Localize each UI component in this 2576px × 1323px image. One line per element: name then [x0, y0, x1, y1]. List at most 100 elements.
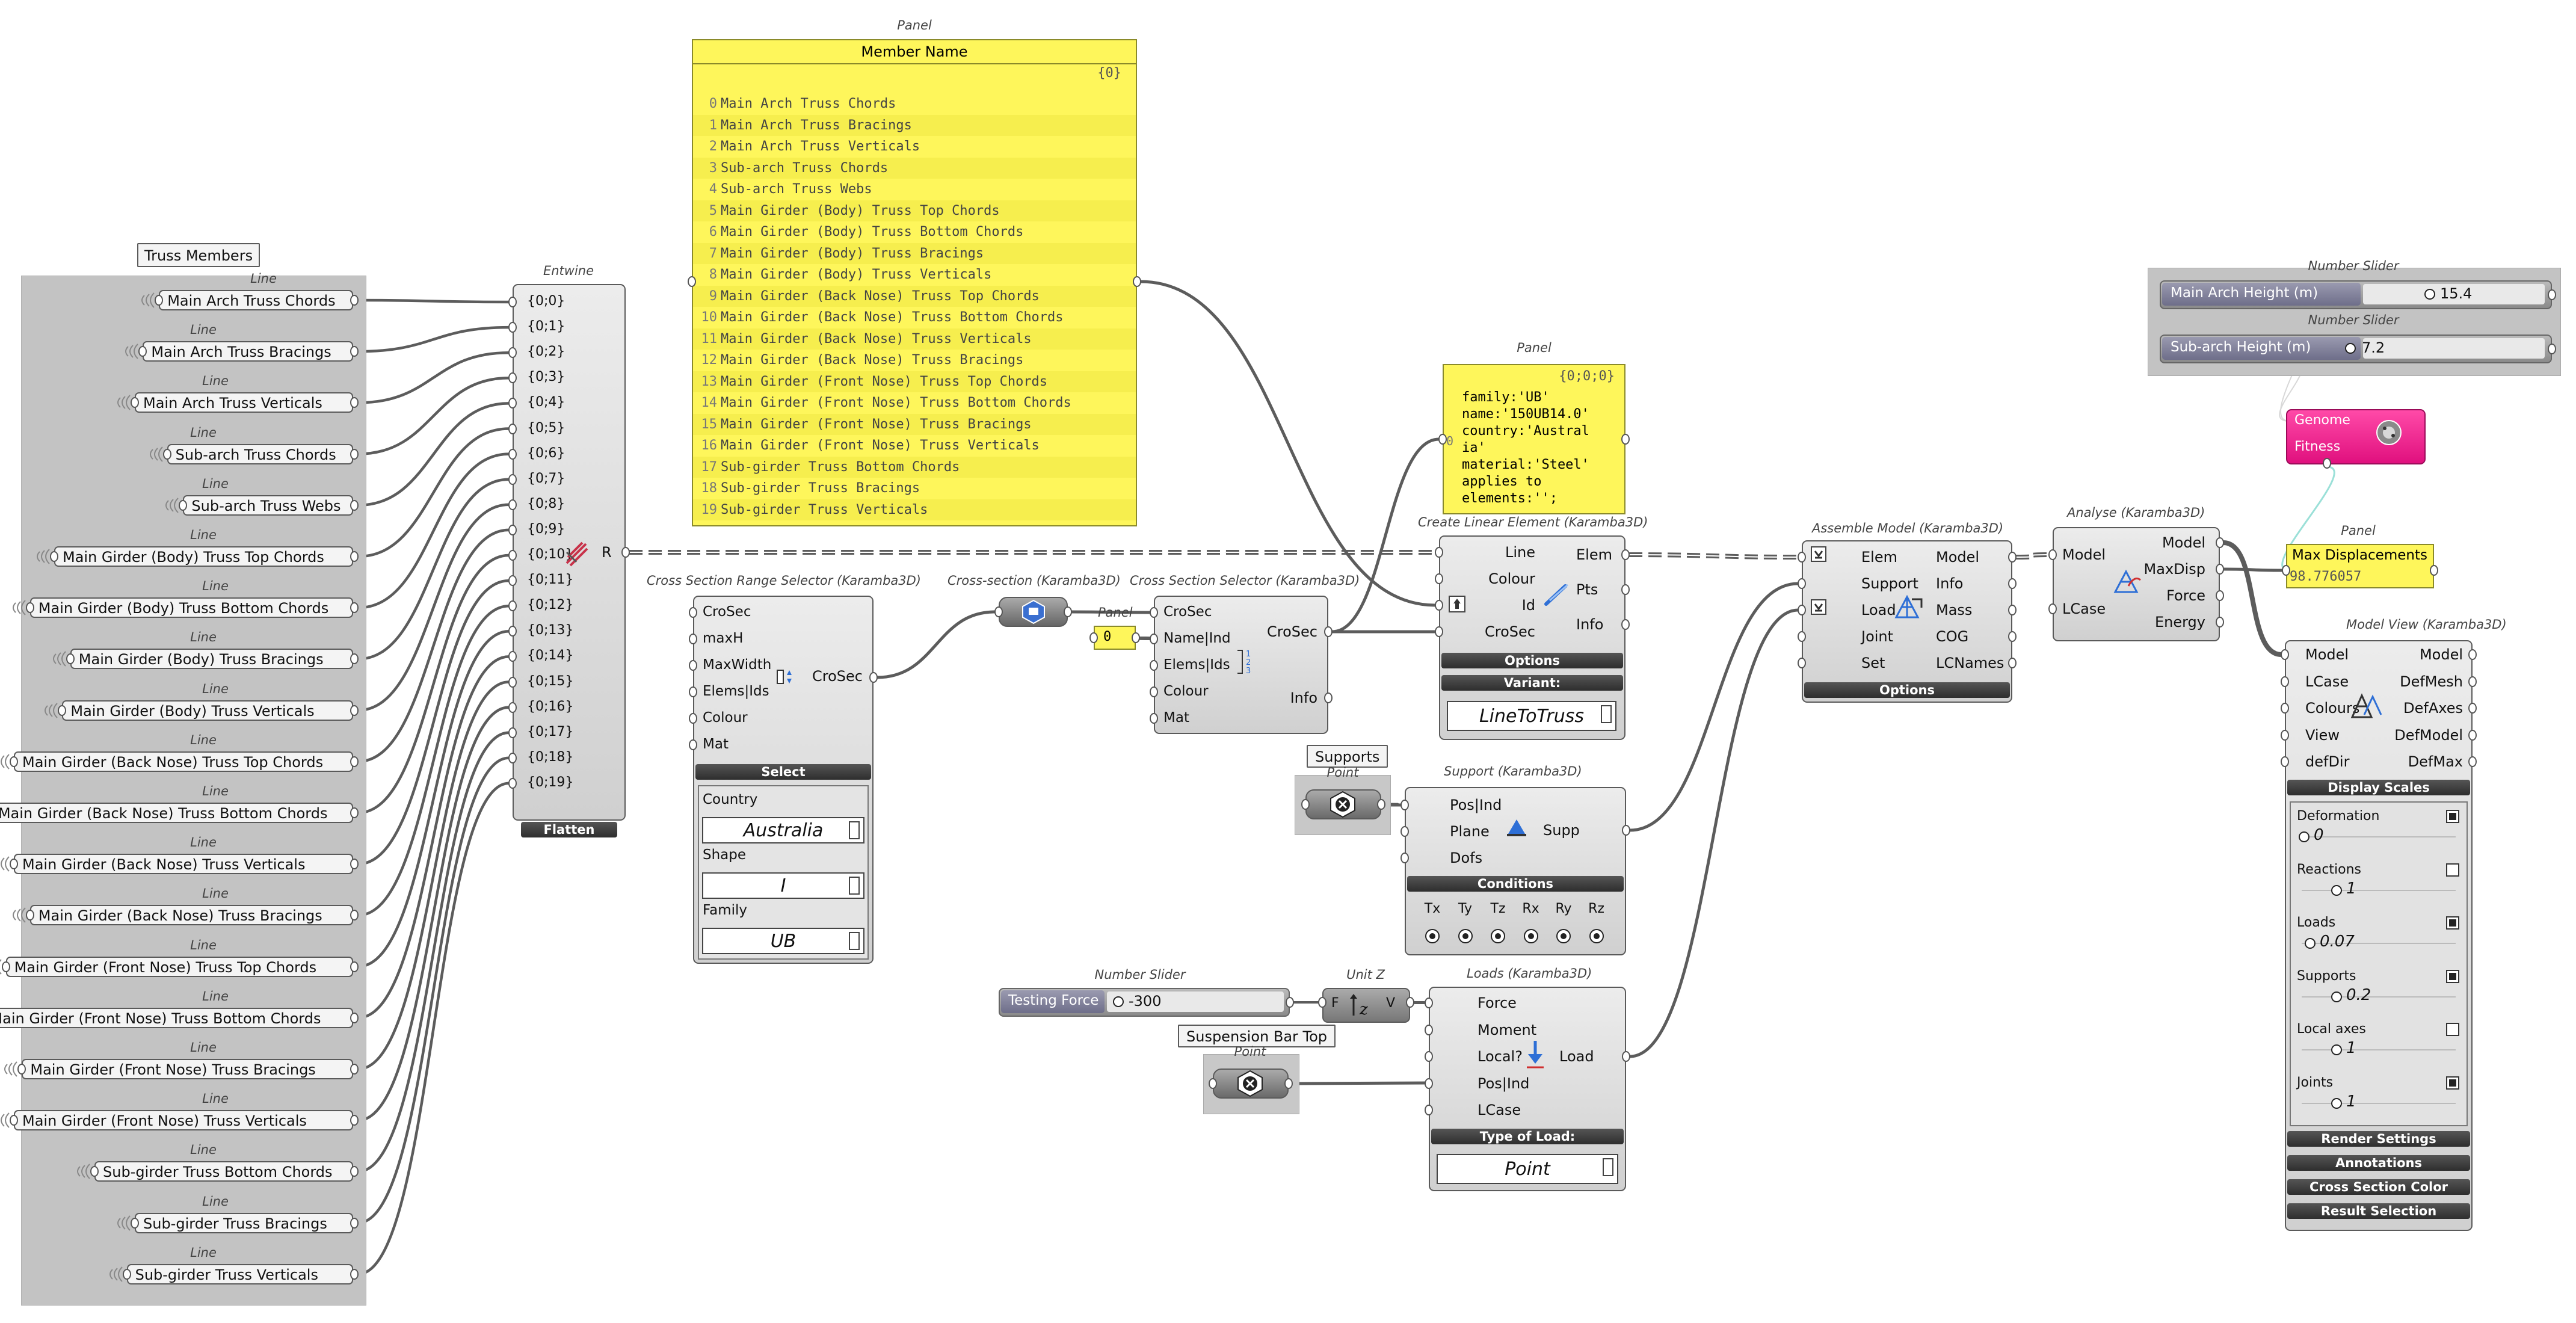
- display-scales-label[interactable]: Display Scales: [2287, 780, 2470, 795]
- selector-input-grip[interactable]: [1150, 686, 1158, 697]
- line-output-grip[interactable]: [350, 551, 359, 562]
- local-axes-slider-track[interactable]: [2302, 1049, 2456, 1050]
- assemble-output-grip[interactable]: [2008, 578, 2017, 589]
- dof-tz-radio[interactable]: [1491, 929, 1505, 943]
- loads-input-grip[interactable]: [1425, 998, 1433, 1008]
- line-input-grip[interactable]: [50, 551, 58, 562]
- assemble-output-grip[interactable]: [2008, 658, 2017, 668]
- joints-slider-track[interactable]: [2302, 1102, 2456, 1104]
- support-input-grip[interactable]: [1400, 800, 1409, 810]
- mv-output-grip[interactable]: [2468, 676, 2477, 687]
- supports-slider-knob[interactable]: [2331, 991, 2342, 1002]
- line-param-1[interactable]: Main Arch Truss Chords: [159, 290, 353, 310]
- support-input-grip[interactable]: [1400, 826, 1409, 837]
- line-input-grip[interactable]: [122, 1268, 131, 1280]
- deformation-slider-knob[interactable]: [2299, 831, 2309, 842]
- crosec-param-output-grip[interactable]: [1064, 606, 1072, 617]
- supports-checkbox[interactable]: [2446, 969, 2459, 983]
- annotations-section[interactable]: Annotations: [2287, 1155, 2470, 1171]
- loads-input-grip[interactable]: [1425, 1051, 1433, 1062]
- suspension-output-grip[interactable]: [1284, 1078, 1293, 1089]
- support-component[interactable]: [1405, 787, 1626, 955]
- line-output-grip[interactable]: [350, 448, 359, 460]
- panel-input-grip[interactable]: [688, 276, 696, 287]
- unitz-output-grip[interactable]: [1406, 997, 1414, 1008]
- line-param-11[interactable]: Main Girder (Back Nose) Truss Bottom Cho…: [0, 803, 353, 823]
- unitz-input-grip[interactable]: [1318, 997, 1327, 1008]
- shape-dropdown[interactable]: I: [702, 872, 864, 899]
- loads-slider-knob[interactable]: [2305, 938, 2316, 949]
- info-panel[interactable]: {0;0;0} 0 family:'UB'name:'150UB14.0'cou…: [1443, 364, 1625, 514]
- variant-dropdown[interactable]: LineToTruss: [1447, 701, 1616, 731]
- disp-panel-input-grip[interactable]: [2282, 565, 2290, 576]
- dof-ry-radio[interactable]: [1556, 929, 1571, 943]
- range-input-grip[interactable]: [689, 686, 697, 697]
- entwine-input-grip[interactable]: [508, 297, 517, 307]
- line-param-2[interactable]: Main Arch Truss Bracings: [143, 341, 353, 362]
- line-param-13[interactable]: Main Girder (Back Nose) Truss Bracings: [29, 905, 353, 926]
- line-input-grip[interactable]: [25, 602, 34, 614]
- slider1-track[interactable]: [2363, 284, 2545, 304]
- line-input-grip[interactable]: [131, 397, 139, 409]
- small-panel-output-grip[interactable]: [1132, 632, 1140, 643]
- testing-slider-track[interactable]: [1107, 991, 1284, 1012]
- joints-slider-knob[interactable]: [2331, 1097, 2342, 1109]
- loads-input-grip[interactable]: [1425, 1078, 1433, 1089]
- range-input-grip[interactable]: [689, 739, 697, 750]
- dof-ty-radio[interactable]: [1458, 929, 1473, 943]
- assemble-output-grip[interactable]: [2008, 631, 2017, 642]
- range-input-grip[interactable]: [689, 634, 697, 644]
- line-input-grip[interactable]: [131, 1217, 139, 1229]
- load-type-dropdown[interactable]: Point: [1437, 1154, 1618, 1184]
- line-param-18[interactable]: Sub-girder Truss Bottom Chords: [94, 1161, 353, 1182]
- support-input-grip[interactable]: [1400, 853, 1409, 863]
- line-input-grip[interactable]: [10, 756, 18, 767]
- line-param-8[interactable]: Main Girder (Body) Truss Bracings: [70, 649, 353, 670]
- entwine-input-grip[interactable]: [508, 575, 517, 587]
- analyse-input-grip[interactable]: [2048, 603, 2057, 614]
- line-input-grip[interactable]: [138, 346, 147, 357]
- line-output-grip[interactable]: [350, 1217, 359, 1229]
- galapagos-fitness-grip[interactable]: [2323, 458, 2331, 469]
- linear-output-grip[interactable]: [1621, 619, 1630, 630]
- entwine-input-grip[interactable]: [508, 322, 517, 333]
- mv-input-grip[interactable]: [2281, 649, 2289, 660]
- unit-z-component[interactable]: [1322, 988, 1410, 1023]
- line-input-grip[interactable]: [162, 448, 171, 460]
- small-number-panel[interactable]: 0: [1094, 626, 1136, 650]
- entwine-input-grip[interactable]: [508, 676, 517, 688]
- line-param-10[interactable]: Main Girder (Back Nose) Truss Top Chords: [14, 751, 353, 772]
- mv-input-grip[interactable]: [2281, 729, 2289, 741]
- panel-output-grip[interactable]: [1133, 276, 1141, 287]
- assemble-output-grip[interactable]: [2008, 552, 2017, 563]
- loads-slider-track[interactable]: [2302, 943, 2456, 944]
- loads-output-grip[interactable]: [1622, 1051, 1630, 1062]
- disp-panel-output-grip[interactable]: [2430, 565, 2438, 576]
- line-param-12[interactable]: Main Girder (Back Nose) Truss Verticals: [14, 854, 353, 875]
- line-param-16[interactable]: Main Girder (Front Nose) Truss Bracings: [22, 1059, 353, 1079]
- assemble-input-grip[interactable]: [1798, 552, 1806, 563]
- line-input-grip[interactable]: [10, 859, 18, 870]
- entwine-input-grip[interactable]: [508, 524, 517, 535]
- line-param-15[interactable]: Main Girder (Front Nose) Truss Bottom Ch…: [0, 1007, 353, 1028]
- slider2-knob[interactable]: [2345, 343, 2356, 354]
- line-output-grip[interactable]: [350, 705, 359, 716]
- linear-output-grip[interactable]: [1621, 584, 1630, 595]
- slider1-knob[interactable]: [2424, 289, 2435, 300]
- assemble-input-grip[interactable]: [1798, 658, 1806, 668]
- assemble-model[interactable]: [1802, 540, 2012, 703]
- dof-tx-radio[interactable]: [1425, 929, 1440, 943]
- entwine-input-grip[interactable]: [508, 702, 517, 713]
- analyse-input-grip[interactable]: [2048, 549, 2057, 560]
- mv-output-grip[interactable]: [2468, 729, 2477, 741]
- line-output-grip[interactable]: [350, 295, 359, 306]
- small-panel-input-grip[interactable]: [1089, 632, 1098, 643]
- line-param-6[interactable]: Main Girder (Body) Truss Top Chords: [54, 546, 353, 567]
- mv-output-grip[interactable]: [2468, 756, 2477, 767]
- line-input-grip[interactable]: [179, 499, 188, 511]
- mv-input-grip[interactable]: [2281, 756, 2289, 767]
- mv-input-grip[interactable]: [2281, 703, 2289, 714]
- line-input-grip[interactable]: [90, 1166, 99, 1177]
- entwine-input-grip[interactable]: [508, 448, 517, 460]
